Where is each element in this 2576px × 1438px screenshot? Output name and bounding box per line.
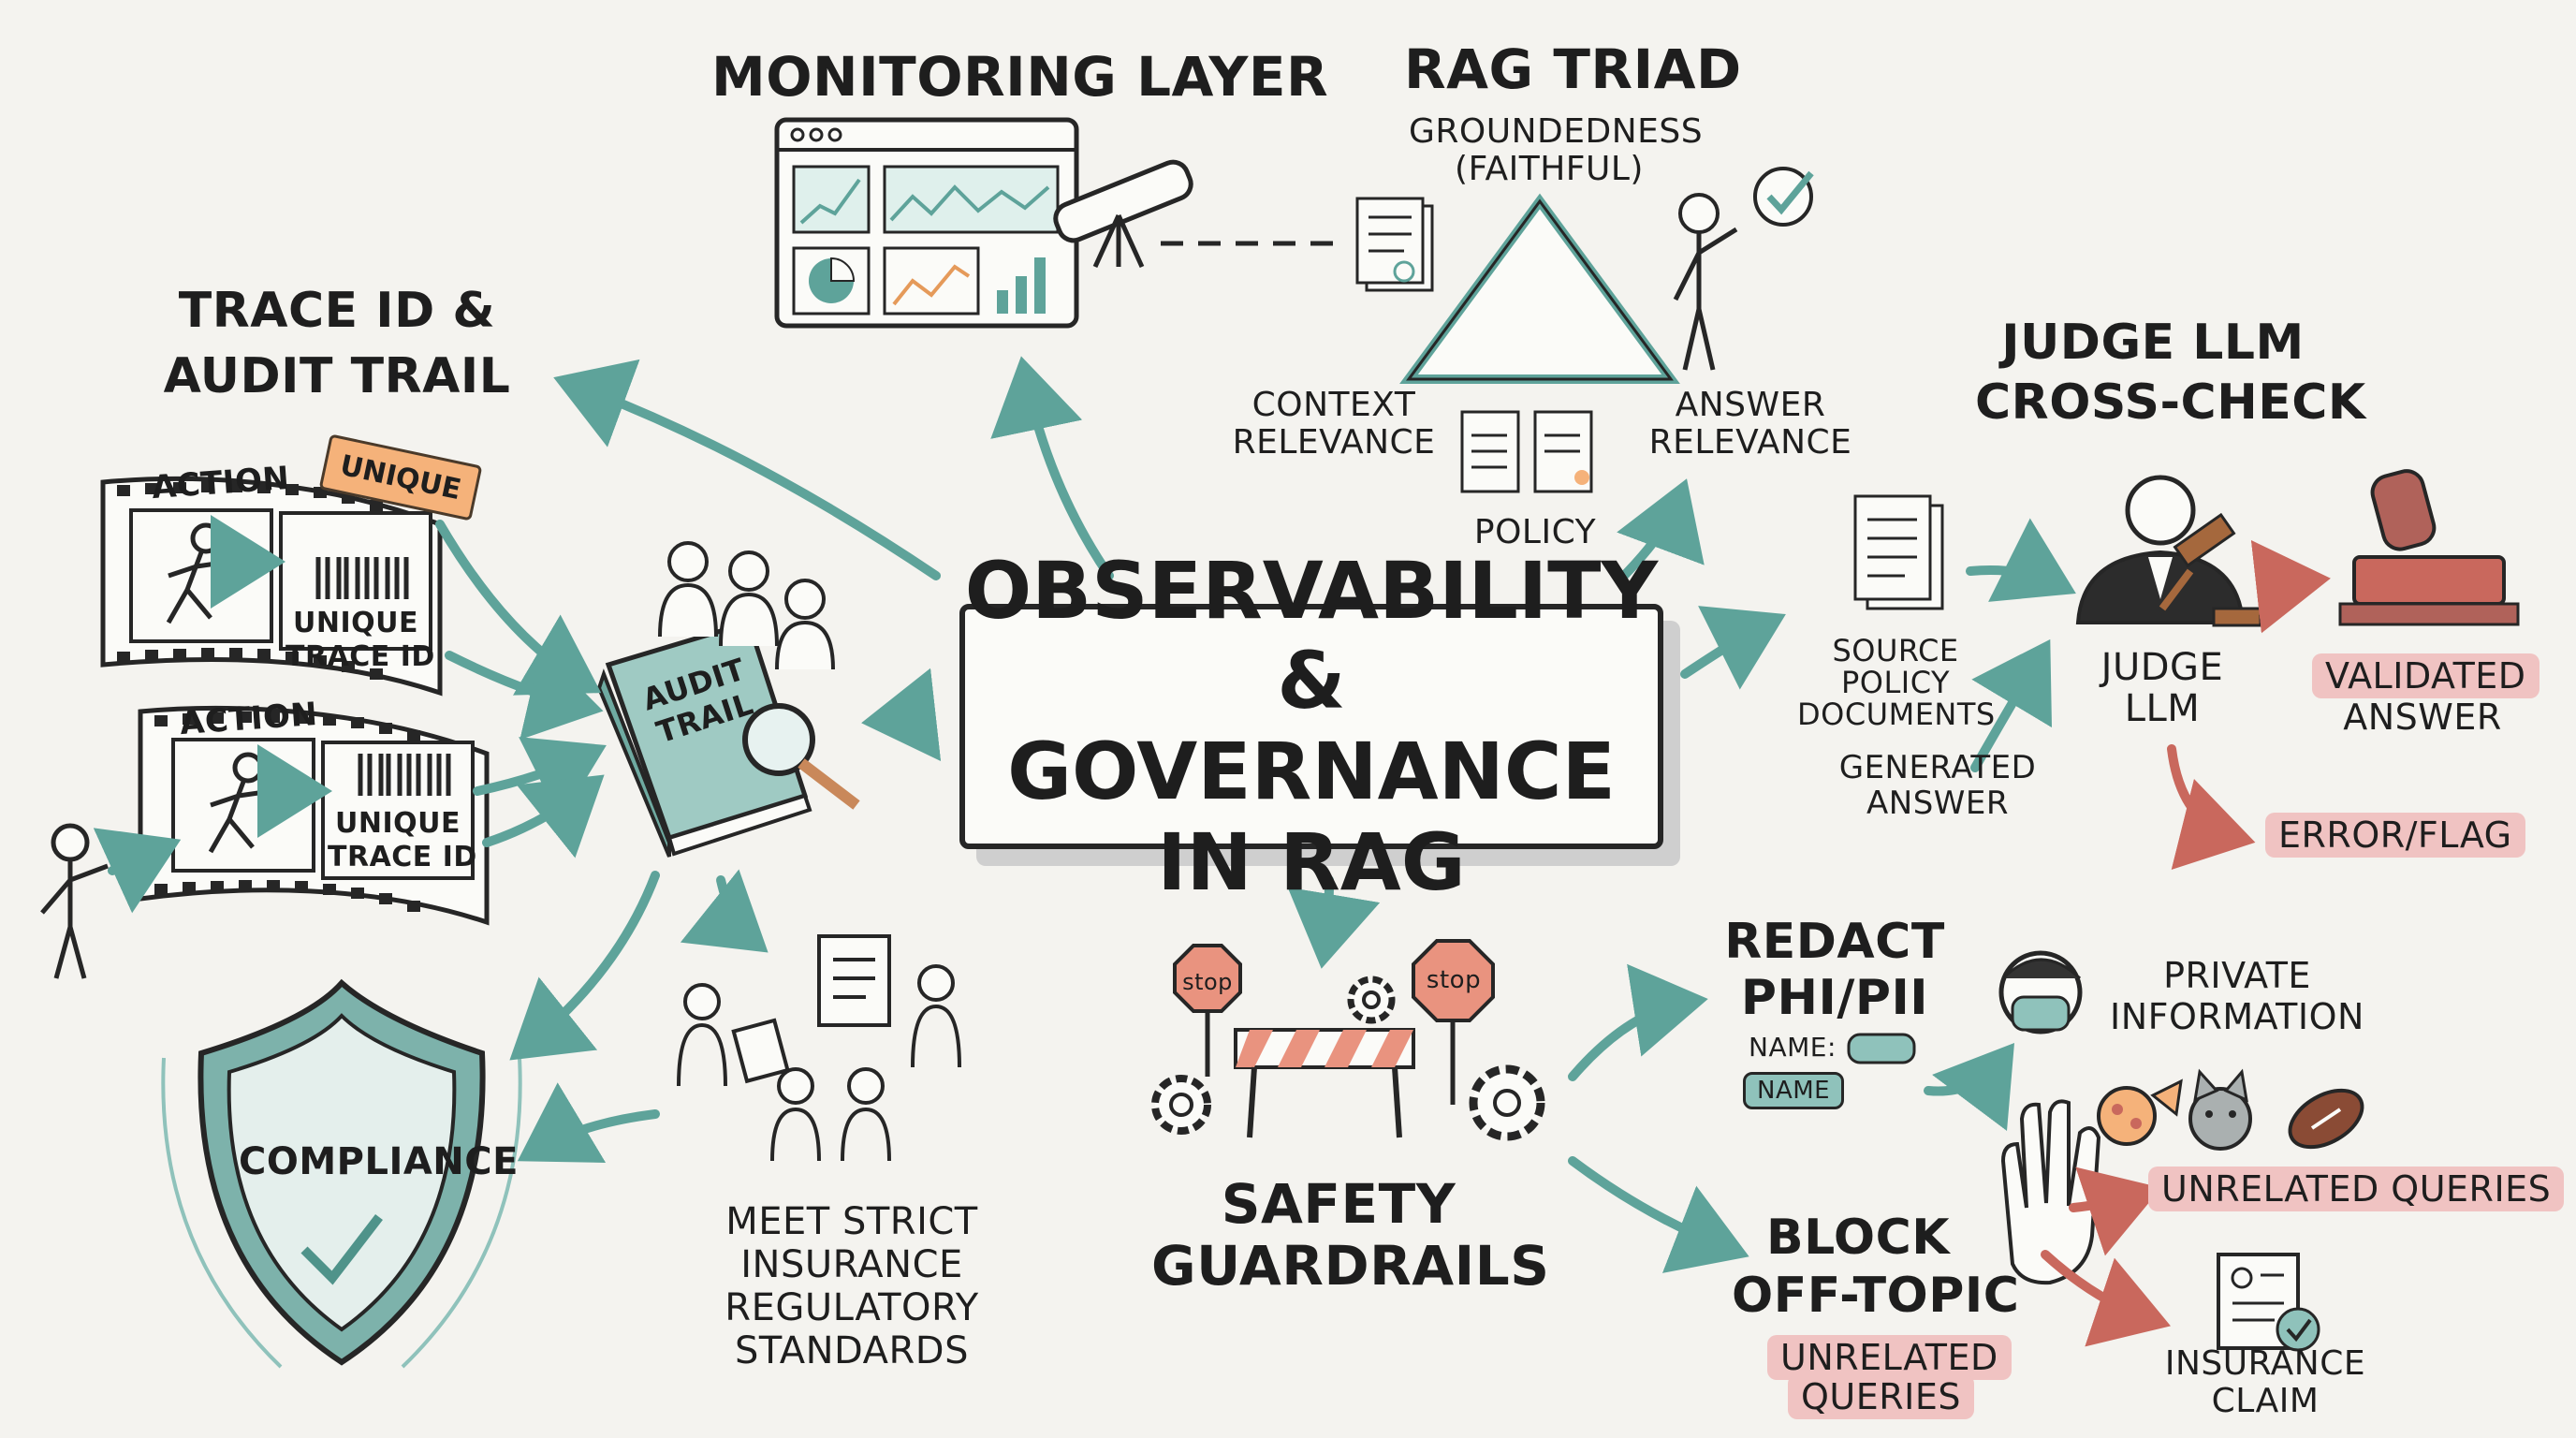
generated-answer-label-1: GENERATED (1838, 749, 2037, 786)
answer-relevance-label-1: ANSWER (1675, 386, 1826, 424)
unique-trace-id-2a: UNIQUE (335, 807, 461, 840)
unrelated-queries-highlight-1: UNRELATED (1767, 1335, 2012, 1380)
trace-id-title-2: AUDIT TRAIL (163, 348, 511, 404)
context-relevance-label-2: RELEVANCE (1232, 423, 1436, 462)
source-docs-label-1: SOURCE (1832, 633, 1959, 668)
compliance-shield-icon (161, 978, 522, 1369)
insurance-claim-label-1: INSURANCE (2164, 1344, 2366, 1383)
stop-sign-text-1: stop (1182, 969, 1233, 995)
barrier-icon (1234, 1028, 1415, 1138)
stop-sign-icon (1173, 944, 1242, 1077)
flag-arrows (2041, 539, 2331, 1347)
insurance-claim-icon (2217, 1253, 2320, 1352)
telescope-icon (1053, 159, 1193, 269)
judge-llm-title-1: JUDGE LLM (2001, 315, 2305, 371)
meeting-group-icon (677, 934, 961, 1162)
running-person-icon-2 (208, 752, 272, 854)
running-person-icon (166, 522, 230, 624)
stop-hand-icon (2000, 1099, 2101, 1285)
safety-guardrails-title-2: GUARDRAILS (1151, 1234, 1550, 1298)
rag-triangle (1399, 193, 1680, 384)
mask-icon (1847, 1033, 1916, 1064)
unique-trace-id-1b: TRACE ID (285, 640, 435, 673)
context-relevance-label-1: CONTEXT (1251, 386, 1416, 424)
pizza-icon (2097, 1078, 2183, 1146)
error-flag-label: ERROR/FLAG (2265, 813, 2525, 858)
error-flag-highlight: ERROR/FLAG (2265, 813, 2525, 858)
judge-label-2: LLM (2124, 687, 2201, 730)
policy-label: POLICY (1473, 513, 1597, 551)
cat-icon (2188, 1068, 2252, 1151)
gear-icon (1151, 976, 1545, 1141)
central-title-box: OBSERVABILITY & GOVERNANCE IN RAG (959, 545, 1663, 907)
document-stack-icon (1355, 197, 1434, 292)
unrelated-queries-highlight-right: UNRELATED QUERIES (2148, 1167, 2565, 1211)
validated-answer-label-2: ANSWER (2343, 697, 2502, 738)
monitoring-layer-title: MONITORING LAYER (711, 45, 1329, 109)
safety-guardrails-title-1: SAFETY (1221, 1172, 1456, 1236)
source-docs-label-2: POLICY (1840, 665, 1951, 700)
private-info-label-1: PRIVATE (2163, 955, 2311, 996)
private-info-label-2: INFORMATION (2110, 996, 2364, 1037)
football-icon (2288, 1088, 2364, 1150)
person-check-icon (1673, 167, 1814, 371)
insurance-claim-label-2: CLAIM (2211, 1382, 2320, 1420)
unrelated-queries-label-2: QUERIES (1788, 1374, 1974, 1419)
faithful-label: (FAITHFUL) (1455, 150, 1644, 188)
stop-sign-text-2: stop (1426, 966, 1482, 994)
source-documents-icon (1853, 494, 1944, 610)
judge-llm-title-2: CROSS-CHECK (1975, 374, 2366, 431)
unrelated-queries-highlight-2: QUERIES (1788, 1374, 1974, 1419)
policy-documents-icon (1460, 410, 1593, 493)
validated-answer-label-1: VALIDATED (2312, 653, 2539, 698)
trace-id-title-1: TRACE ID & (178, 283, 496, 339)
flow-arrows (93, 356, 2076, 1273)
meet-standards-line-4: STANDARDS (735, 1329, 969, 1372)
unrelated-queries-label-right: UNRELATED QUERIES (2148, 1167, 2565, 1211)
unrelated-queries-label-1: UNRELATED (1767, 1335, 2012, 1380)
name-tag: NAME (1743, 1072, 1845, 1109)
judge-label-1: JUDGE (2100, 646, 2224, 689)
standing-person-icon (40, 823, 109, 979)
source-docs-label-3: DOCUMENTS (1797, 697, 1996, 732)
judge-icon (2075, 475, 2262, 627)
meet-standards-line-2: INSURANCE (740, 1243, 963, 1286)
audit-book-icon (596, 619, 860, 858)
rag-triad-title: RAG TRIAD (1404, 37, 1742, 101)
groundedness-label: GROUNDEDNESS (1409, 112, 1704, 151)
central-title-line-1: OBSERVABILITY & (964, 544, 1659, 727)
name-field-label: NAME: (1749, 1032, 1837, 1063)
validated-answer-highlight: VALIDATED (2312, 653, 2539, 698)
meet-standards-line-3: REGULATORY (724, 1286, 979, 1329)
redact-title-1: REDACT (1724, 914, 1945, 970)
redact-title-2: PHI/PII (1740, 970, 1929, 1026)
team-people-icon (658, 541, 835, 670)
block-title-1: BLOCK (1765, 1210, 1951, 1266)
meet-standards-line-1: MEET STRICT (725, 1200, 978, 1243)
generated-answer-label-2: ANSWER (1866, 785, 2009, 822)
dashboard-icon (774, 117, 1079, 329)
answer-relevance-label-2: RELEVANCE (1648, 423, 1852, 462)
stop-sign-icon-2 (1412, 939, 1495, 1105)
masked-face-icon (1998, 950, 2083, 1034)
block-title-2: OFF-TOPIC (1732, 1268, 2020, 1324)
compliance-label: COMPLIANCE (239, 1140, 519, 1183)
central-title-line-2: GOVERNANCE IN RAG (1007, 726, 1616, 908)
unique-trace-id-2b: TRACE ID (328, 841, 477, 873)
stamp-icon (2338, 469, 2520, 626)
unique-trace-id-1a: UNIQUE (293, 607, 418, 639)
